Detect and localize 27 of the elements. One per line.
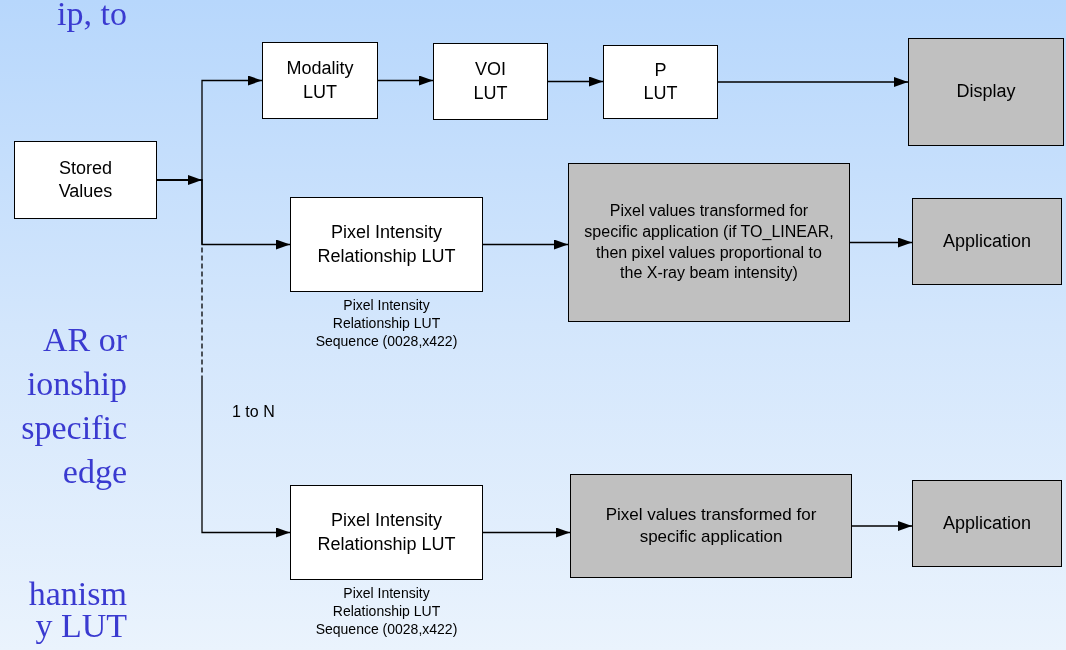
process-box: Pixel Intensity Relationship LUT	[290, 485, 483, 580]
slide-text-fragment: AR or	[41, 320, 127, 360]
output-box: Application	[912, 198, 1062, 285]
slide-text-fragment: ip, to	[56, 0, 127, 34]
slide-text-fragment: ionship	[25, 364, 127, 404]
edge-label: 1 to N	[232, 402, 275, 422]
arrow	[482, 527, 571, 538]
arrow	[156, 179, 291, 538]
process-box: Modality LUT	[262, 42, 378, 119]
slide-text-fragment: specific	[20, 408, 127, 448]
output-box: Pixel values transformed for specific application	[570, 474, 852, 578]
process-box: VOI LUT	[433, 43, 548, 120]
arrow	[851, 521, 913, 531]
arrow	[717, 77, 909, 87]
output-box: Display	[908, 38, 1064, 146]
box-caption: Pixel Intensity Relationship LUT Sequence (0028,x422)	[314, 584, 459, 639]
output-box: Application	[912, 480, 1062, 567]
box-caption: Pixel Intensity Relationship LUT Sequence (0028,x422)	[314, 296, 459, 351]
arrow	[482, 239, 569, 250]
arrow	[849, 237, 913, 248]
slide-text-fragment: edge	[61, 452, 127, 492]
arrow	[377, 75, 434, 86]
process-box: Stored Values	[14, 141, 157, 219]
output-box: Pixel values transformed for specific application (if TO_LINEAR, then pixel values proportional to the X-ray beam intensity)	[568, 163, 850, 322]
process-box: Pixel Intensity Relationship LUT	[290, 197, 483, 292]
arrow	[547, 76, 604, 87]
process-box: P LUT	[603, 45, 718, 119]
